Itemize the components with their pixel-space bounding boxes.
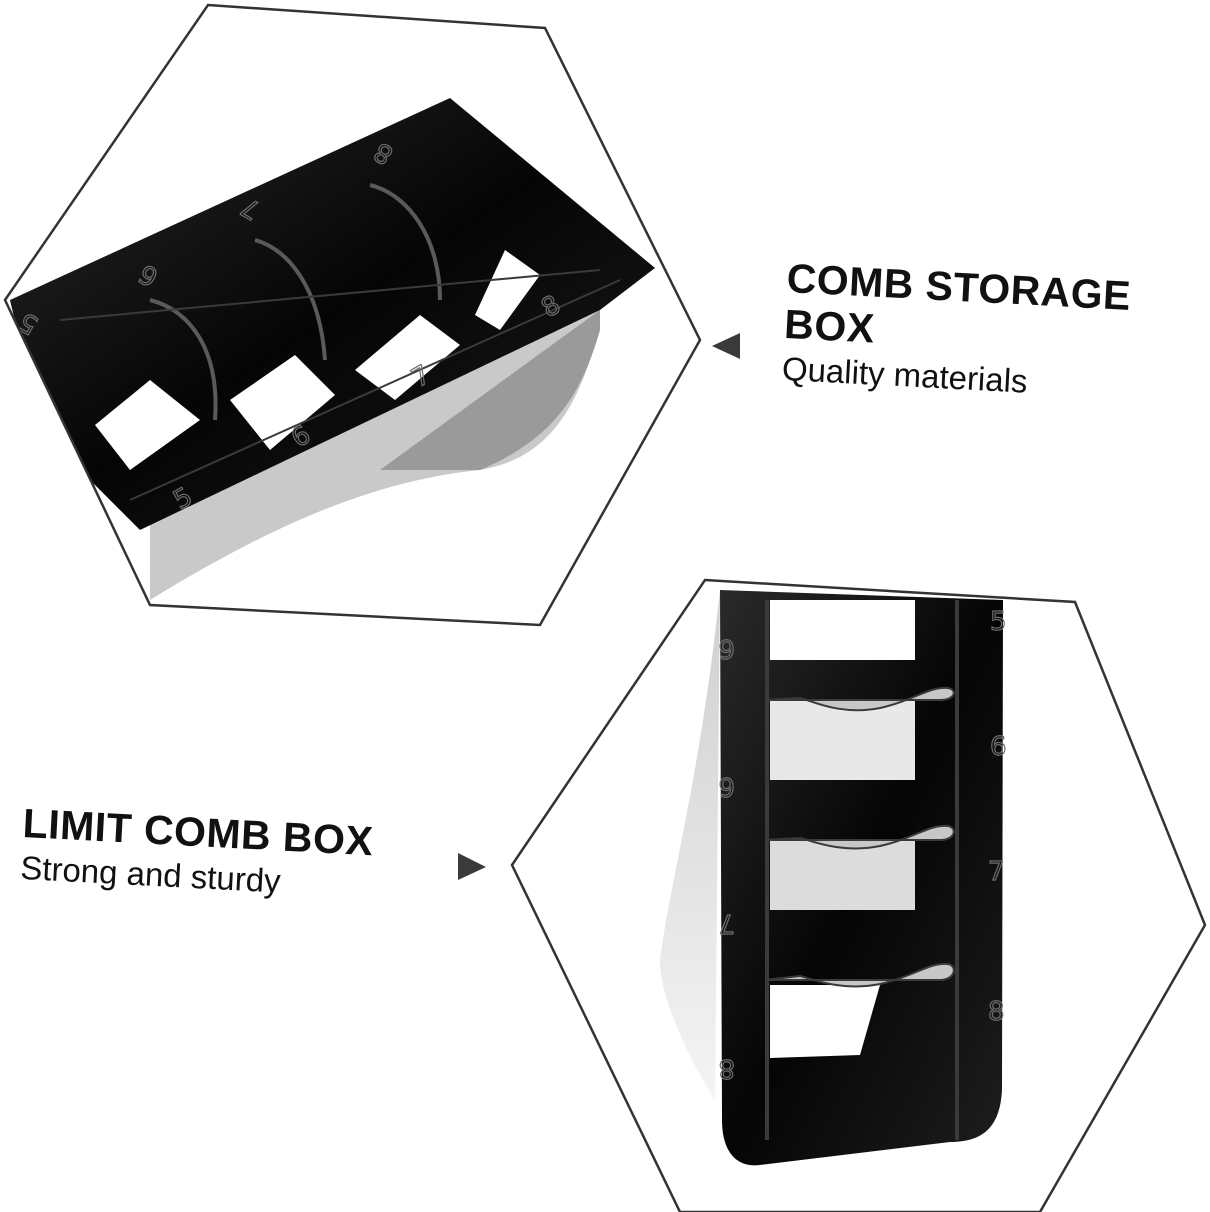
top-caption: COMB STORAGE BOX Quality materials [781, 255, 1132, 407]
slot-number: 7 [718, 908, 735, 938]
arrow-left-icon [712, 333, 740, 359]
slot-number: 6 [718, 771, 735, 801]
slot-number: 6 [990, 732, 1007, 762]
slot-number: 7 [988, 857, 1005, 887]
slot-number: 6 [718, 633, 735, 663]
bottom-box-frame [720, 590, 1003, 1166]
bottom-hexagon-outline [510, 578, 1207, 1212]
bottom-caption: LIMIT COMB BOX Strong and sturdy [19, 800, 374, 906]
slot-number: 8 [718, 1053, 735, 1083]
slot-number: 5 [990, 607, 1007, 637]
slot-number: 8 [988, 997, 1005, 1027]
top-hexagon-outline [3, 3, 702, 627]
top-product-panel: 5 6 7 8 8 7 6 5 [3, 3, 702, 627]
bottom-product-panel: 5 6 7 8 6 6 7 8 [510, 578, 1207, 1212]
arrow-right-icon [458, 853, 486, 880]
top-box-frame [10, 98, 655, 530]
